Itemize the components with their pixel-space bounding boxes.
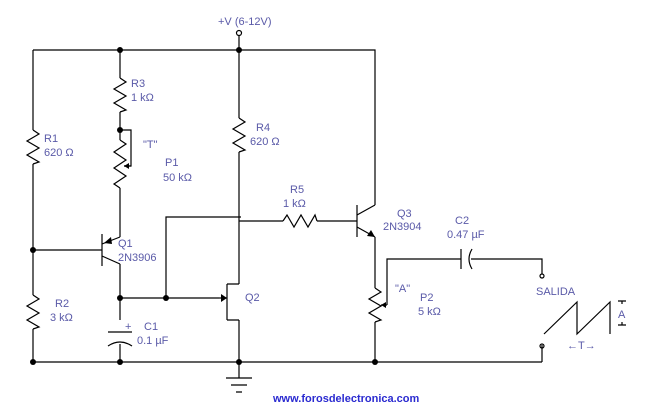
r3-ref: R3: [131, 78, 145, 90]
resistor-r2: R2 3 kΩ: [25, 294, 73, 330]
r3-value: 1 kΩ: [131, 92, 154, 104]
r2-ref: R2: [55, 298, 69, 310]
website-link[interactable]: www.forosdelectronica.com: [272, 393, 420, 405]
p2-ref: P2: [420, 292, 433, 304]
transistor-q2: Q2: [219, 283, 260, 321]
capacitor-c1: + C1 0.1 µF: [107, 321, 169, 347]
output-label: SALIDA: [536, 286, 576, 298]
q3-value: 2N3904: [383, 221, 422, 233]
c2-ref: C2: [455, 215, 469, 227]
p2-value: 5 kΩ: [418, 306, 441, 318]
r5-ref: R5: [290, 184, 304, 196]
transistor-q1: Q1 2N3906: [101, 234, 157, 266]
c2-value: 0.47 µF: [447, 229, 485, 241]
supply-label: +V (6-12V): [218, 16, 272, 28]
amplitude-marker: A: [618, 300, 626, 326]
q1-value: 2N3906: [118, 252, 157, 264]
p1-ref: P1: [165, 157, 178, 169]
p1-value: 50 kΩ: [163, 172, 192, 184]
p2-tag: "A": [395, 283, 410, 295]
p1-tag: "T": [143, 139, 158, 151]
period-label: ←T→: [567, 340, 596, 352]
r1-ref: R1: [44, 133, 58, 145]
resistor-r5: R5 1 kΩ: [282, 184, 318, 229]
amplitude-label: A: [618, 309, 626, 321]
resistor-r4: R4 620 Ω: [231, 117, 280, 153]
r4-ref: R4: [256, 122, 270, 134]
c1-value: 0.1 µF: [137, 335, 169, 347]
q1-ref: Q1: [118, 238, 133, 250]
r5-value: 1 kΩ: [283, 198, 306, 210]
junction-dots: [30, 47, 378, 365]
resistor-r3: R3 1 kΩ: [112, 77, 154, 113]
output-terminal: SALIDA: [536, 273, 576, 349]
c1-ref: C1: [144, 321, 158, 333]
resistor-r1: R1 620 Ω: [25, 129, 74, 165]
ground-symbol: [226, 377, 252, 393]
q3-ref: Q3: [397, 208, 412, 220]
potentiometer-p1: "T" P1 50 kΩ: [112, 139, 192, 189]
supply-terminal: +V (6-12V): [218, 16, 272, 37]
potentiometer-p2: "A" P2 5 kΩ: [367, 283, 441, 323]
c1-polarity: +: [125, 321, 131, 333]
sawtooth-waveform: [543, 300, 611, 336]
q2-ref: Q2: [245, 292, 260, 304]
capacitor-c2: C2 0.47 µF: [447, 215, 485, 270]
r4-value: 620 Ω: [250, 136, 280, 148]
transistor-q3: Q3 2N3904: [356, 204, 422, 238]
r1-value: 620 Ω: [44, 147, 74, 159]
r2-value: 3 kΩ: [50, 312, 73, 324]
